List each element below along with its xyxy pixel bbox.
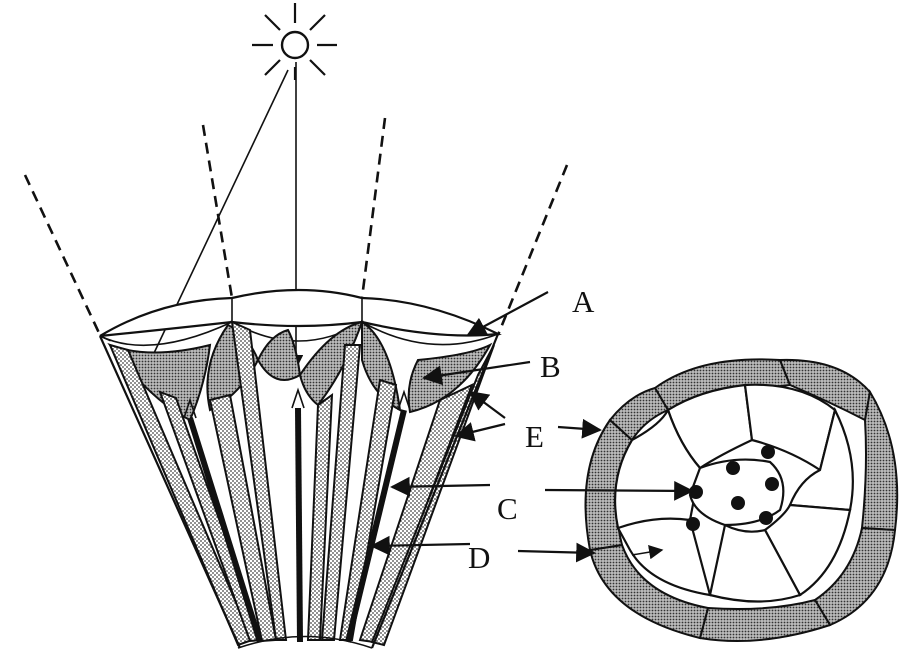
rhabdom-2 [295, 407, 303, 643]
sun-icon [252, 3, 337, 80]
ommatidium-cross-section [584, 358, 899, 642]
pigment-cell-6 [407, 342, 493, 414]
optical-axes [23, 117, 569, 336]
arrow-c-1 [390, 476, 491, 497]
label-a: A [572, 284, 595, 319]
arrow-e-3 [557, 418, 602, 439]
arrow-d-2 [517, 542, 596, 563]
arrow-a [466, 291, 549, 336]
arrow-e-2 [454, 422, 506, 442]
arrow-b [422, 360, 531, 386]
rhabdom-1 [187, 417, 263, 643]
arrow-d-1 [370, 535, 471, 556]
pigment-strip-7 [338, 378, 398, 641]
pigment-strip-5 [306, 392, 334, 641]
label-c: C [497, 491, 518, 526]
pigment-strip-6 [320, 344, 362, 641]
label-b: B [540, 349, 561, 384]
pigment-cell-3 [256, 328, 302, 381]
label-e: E [525, 419, 544, 454]
label-d: D [468, 540, 490, 575]
pigment-cell-1 [107, 342, 212, 422]
arrow-e-1 [468, 390, 506, 419]
rhabdom-3 [345, 409, 407, 643]
pigment-strip-4 [230, 320, 288, 641]
arrow-c-2 [544, 480, 694, 501]
label-arrows [370, 291, 694, 563]
compound-eye-section [98, 288, 502, 649]
